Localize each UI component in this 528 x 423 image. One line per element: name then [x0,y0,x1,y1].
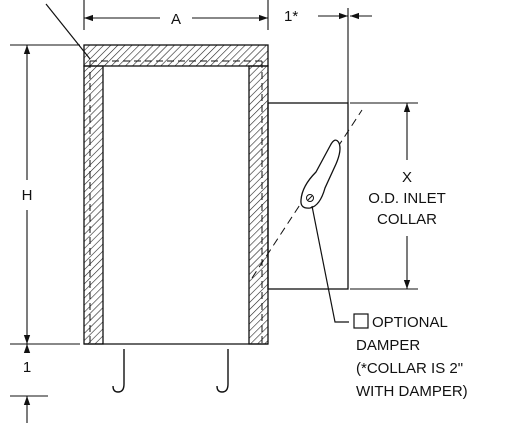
dimension-x: X O.D. INLET COLLAR [350,102,446,290]
inlet-collar [267,102,349,290]
dimension-h-label: H [22,187,33,204]
dimension-bottom-offset: 1 [10,344,48,423]
hanger-hook-right [216,349,229,393]
casing-top-wall [83,44,269,67]
damper-plane-dashed [251,109,363,279]
casing [83,44,269,345]
dimension-bottom-offset-label: 1 [23,359,31,376]
casing-left-wall [83,65,104,345]
damper-leader-line [311,205,349,323]
damper-note-line4: WITH DAMPER) [356,383,468,400]
leader-line-top-left [45,3,91,60]
damper-handle [300,139,341,209]
dimension-a: A [83,0,269,30]
dimension-h: H [10,44,80,345]
hanger-hook-left [112,349,125,393]
dimension-a-label: A [171,11,181,28]
collar-note-line1: O.D. INLET [368,190,446,207]
dimension-collar-offset-label: 1* [284,8,298,25]
dimension-collar-offset: 1* [284,8,372,103]
damper-note-line3: (*COLLAR IS 2" [356,360,463,377]
optional-damper-checkbox-icon [353,313,369,329]
damper-note-line1: OPTIONAL [372,314,448,331]
dimension-x-label: X [402,169,412,186]
damper-note: OPTIONAL DAMPER (*COLLAR IS 2" WITH DAMP… [353,313,468,400]
collar-note-line2: COLLAR [377,211,437,228]
casing-right-wall [248,65,269,345]
damper-note-line2: DAMPER [356,337,420,354]
